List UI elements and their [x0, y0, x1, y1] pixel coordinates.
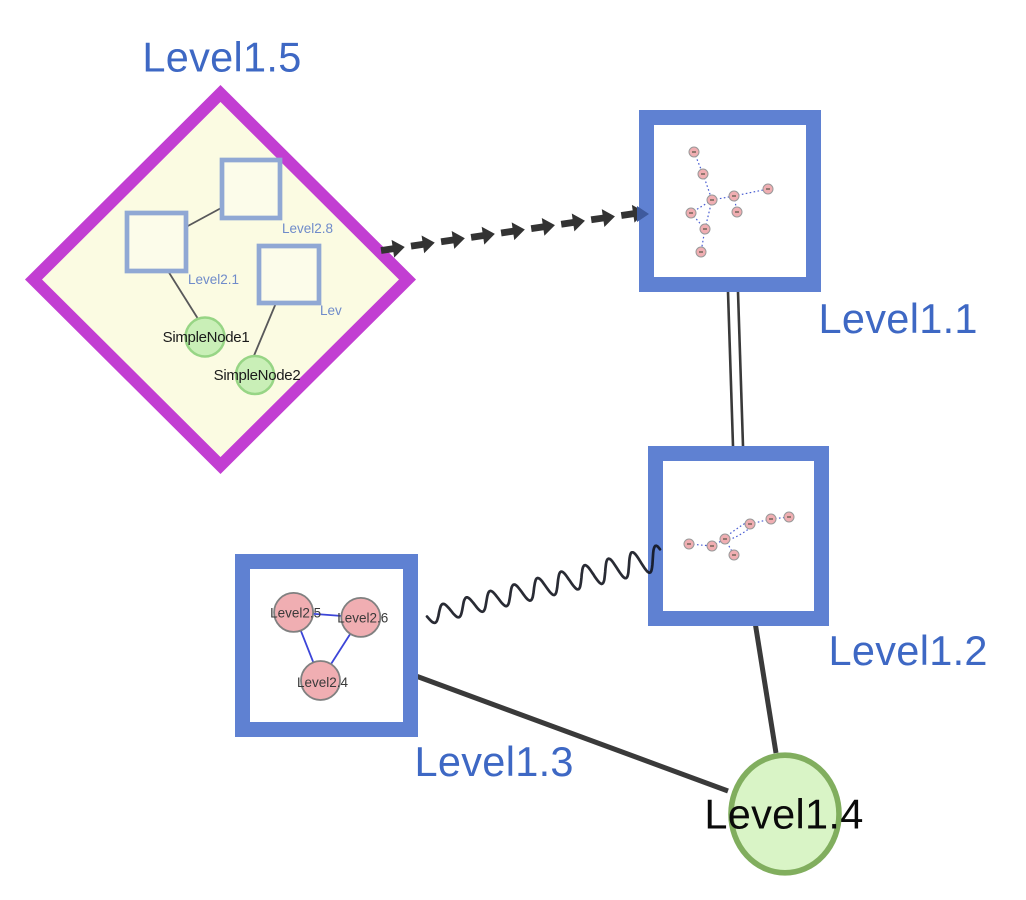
svg-text:Level1.4: Level1.4 — [704, 791, 863, 838]
svg-text:Level2.6: Level2.6 — [337, 611, 388, 626]
svg-text:Level2.8: Level2.8 — [282, 221, 333, 236]
svg-text:Level1.5: Level1.5 — [142, 34, 301, 81]
svg-text:Level1.1: Level1.1 — [819, 295, 978, 342]
svg-text:Lev: Lev — [320, 303, 342, 318]
svg-text:Level2.1: Level2.1 — [188, 272, 239, 287]
svg-text:Level2.5: Level2.5 — [270, 606, 321, 621]
svg-text:Level1.2: Level1.2 — [829, 627, 988, 674]
svg-text:SimpleNode1: SimpleNode1 — [163, 329, 250, 346]
svg-text:Level1.3: Level1.3 — [415, 738, 574, 785]
svg-text:SimpleNode2: SimpleNode2 — [214, 367, 301, 384]
svg-text:Level2.4: Level2.4 — [297, 675, 349, 690]
